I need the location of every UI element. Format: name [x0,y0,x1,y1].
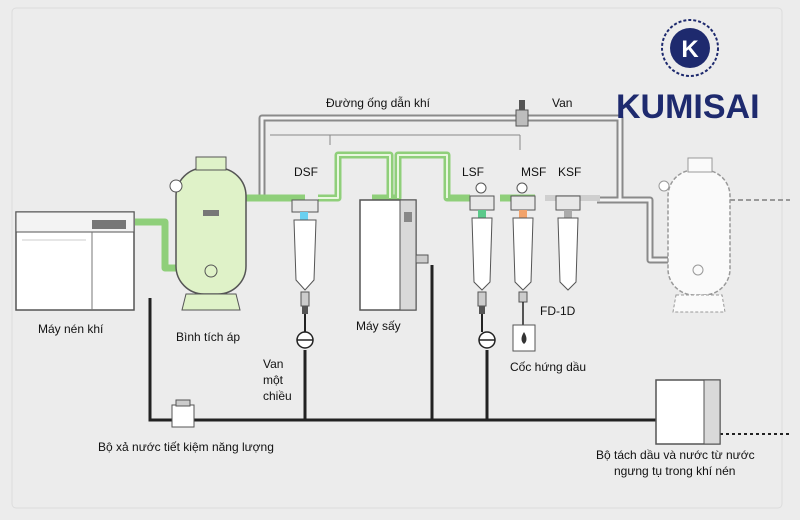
dsf-filter [291,199,319,314]
brand-emblem-letter: K [681,36,699,63]
label-fd: FD-1D [540,304,576,318]
brand-emblem: K [661,19,719,77]
label-check-valve-2: một [263,373,284,387]
air-compressor [15,211,135,311]
background-decoration [11,7,783,509]
receiver-tank [169,156,247,311]
label-compressor: Máy nén khí [38,322,104,336]
green-pipe-inner [318,154,448,199]
gray-pipe [258,114,668,264]
air-dryer [359,199,429,311]
label-check-valve-1: Van [263,357,284,371]
drain-lines [148,265,720,422]
label-pipe: Đường ống dẫn khí [326,96,430,110]
oil-cup [512,324,536,352]
lsf-filter [469,182,495,314]
gray-pipe-inner [260,116,668,262]
label-msf: MSF [521,165,547,179]
ksf-filter [555,195,581,291]
label-separator-2: ngưng tụ trong khí nén [614,464,736,478]
oil-water-separator [655,379,721,445]
label-separator-1: Bộ tách dầu và nước từ nước [596,448,755,462]
check-valve-dsf [296,331,314,349]
msf-filter [510,182,536,325]
label-lsf: LSF [462,165,485,179]
drain-unit [171,399,195,428]
label-drain: Bộ xả nước tiết kiệm năng lượng [98,440,274,454]
label-dryer: Máy sấy [356,319,401,333]
label-check-valve-3: chiều [263,389,292,403]
top-valve [515,100,529,127]
label-valve-top: Van [552,96,573,110]
dimension-line [270,134,521,150]
air-receiver-right [658,157,790,313]
label-oil-cup: Cốc hứng dầu [510,360,587,374]
brand-name: KUMISAI [616,88,760,126]
label-tank: Bình tích áp [176,330,241,344]
check-valve-lsf [478,331,496,349]
label-ksf: KSF [558,165,582,179]
label-dsf: DSF [294,165,318,179]
